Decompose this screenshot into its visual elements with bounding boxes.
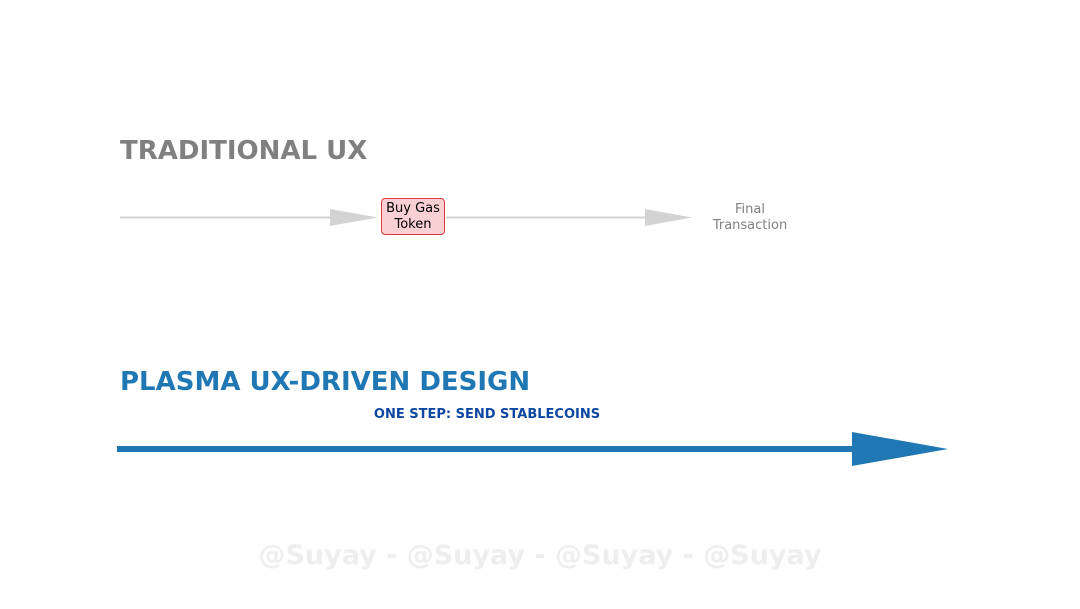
plasma-ux-title: PLASMA UX-DRIVEN DESIGN (120, 367, 531, 397)
one-step-label: ONE STEP: SEND STABLECOINS (373, 407, 601, 422)
buy-gas-token-box: Buy Gas Token (381, 198, 445, 235)
final-transaction-label: Final Transaction (712, 202, 788, 233)
traditional-arrow-2-head (645, 209, 692, 226)
watermark: @Suyay - @Suyay - @Suyay - @Suyay (258, 540, 822, 571)
traditional-ux-title: TRADITIONAL UX (120, 136, 368, 166)
plasma-arrow-head (852, 432, 948, 466)
traditional-arrow-1-head (330, 209, 378, 226)
